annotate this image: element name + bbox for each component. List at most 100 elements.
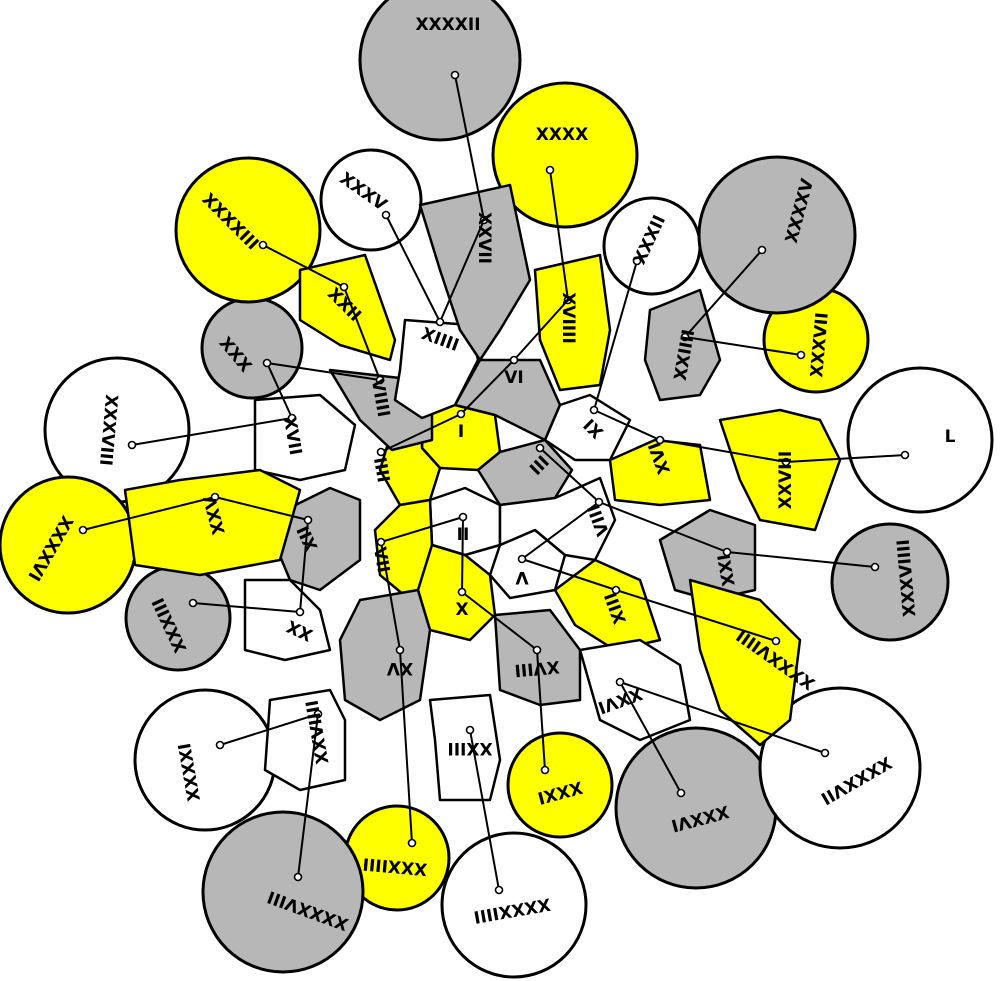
adjacency-edge-47-26 [619,681,826,754]
region-cell-23 [428,693,502,802]
region-cell-19 [533,253,612,392]
region-petal-43 [174,156,322,304]
region-petal-40 [491,81,639,229]
adjacency-edge-19-6 [513,299,569,361]
region-label-15: XV [386,658,413,678]
adjacency-edge-35-14 [385,214,441,323]
adjacency-edge-11-16 [593,409,661,441]
region-label-10: X [455,600,468,620]
adjacency-edge-15-7 [380,541,401,651]
region-node-2 [458,512,468,522]
region-node-39 [870,562,880,572]
adjacency-edge-41-29 [219,713,319,746]
region-node-10 [457,587,467,597]
region-petal-46 [0,475,138,615]
region-node-38 [127,440,137,450]
region-node-15 [395,645,405,655]
region-node-19 [563,295,573,305]
region-node-35 [381,210,391,220]
region-node-32 [632,256,642,266]
region-petal-44 [440,831,588,979]
adjacency-edge-37-24 [684,336,802,356]
region-label-27: XXVII [474,212,494,264]
region-node-48 [293,872,303,882]
region-node-17 [287,413,297,423]
region-petal-31 [506,731,614,839]
adjacency-edge-31-18 [536,649,546,771]
adjacency-edge-38-17 [131,417,293,446]
region-cell-20 [243,578,332,662]
region-node-44 [494,885,504,895]
adjacency-edge-22-9 [343,286,381,381]
adjacency-edge-5-8 [521,501,600,560]
adjacency-edge-20-12 [299,519,309,613]
region-node-30 [262,358,272,368]
region-node-28 [781,457,791,467]
region-node-24 [680,332,690,342]
region-petal-48 [201,810,365,974]
adjacency-edge-40-19 [549,169,569,301]
adjacency-edge-13-5 [521,558,617,591]
adjacency-edge-50-28 [785,454,906,463]
region-node-14 [435,317,445,327]
region-node-9 [375,375,385,385]
adjacency-edge-21-8 [598,501,728,553]
adjacency-edge-28-16 [659,439,787,463]
region-node-26 [615,677,625,687]
region-petal-41 [133,688,277,832]
adjacency-edge-3-8 [539,447,600,503]
graph-edge-layer [82,74,906,891]
adjacency-edge-33-20 [192,602,301,613]
region-node-45 [757,245,767,255]
region-node-5 [517,554,527,564]
region-node-18 [532,645,542,655]
adjacency-edge-48-29 [297,713,319,878]
region-petal-35 [319,148,423,252]
region-cell-25 [123,468,302,577]
region-label-50: L [945,427,956,447]
region-petal-50 [846,366,994,514]
region-node-13 [611,585,621,595]
region-node-20 [295,607,305,617]
region-label-23: XXIII [447,738,492,758]
region-node-23 [465,725,475,735]
region-cell-28 [718,408,842,532]
adjacency-edge-30-17 [266,362,293,419]
region-node-6 [509,355,519,365]
adjacency-edge-2-7 [380,516,464,543]
region-label-5: V [515,567,529,587]
adjacency-edge-2-10 [461,516,464,593]
region-node-42 [450,70,460,80]
region-node-40 [545,165,555,175]
region-cell-16 [608,438,712,507]
region-label-6: VI [504,368,523,388]
region-node-34 [407,838,417,848]
region-node-22 [339,282,349,292]
region-node-16 [655,435,665,445]
region-node-4 [376,447,386,457]
adjacency-edge-30-9 [266,362,381,381]
region-node-37 [796,350,806,360]
region-label-42: XXXXII [415,15,480,35]
region-node-50 [900,450,910,460]
region-node-46 [78,525,88,535]
adjacency-edge-44-23 [469,729,500,891]
adjacency-edge-18-10 [461,591,538,651]
adjacency-edge-36-26 [619,681,682,794]
graph-node-layer [78,70,910,895]
adjacency-edge-25-12 [214,496,309,521]
region-petal-39 [830,522,950,642]
region-label-7: VII [369,546,393,575]
region-label-1: I [458,422,464,442]
region-petal-45 [697,155,857,315]
adjacency-edge-49-13 [615,589,777,642]
region-label-4: IIII [369,456,393,484]
region-cell-21 [658,508,757,602]
region-node-8 [594,497,604,507]
region-node-11 [589,405,599,415]
region-node-21 [722,547,732,557]
region-petal-42 [358,0,522,142]
region-label-2: II [457,525,470,545]
